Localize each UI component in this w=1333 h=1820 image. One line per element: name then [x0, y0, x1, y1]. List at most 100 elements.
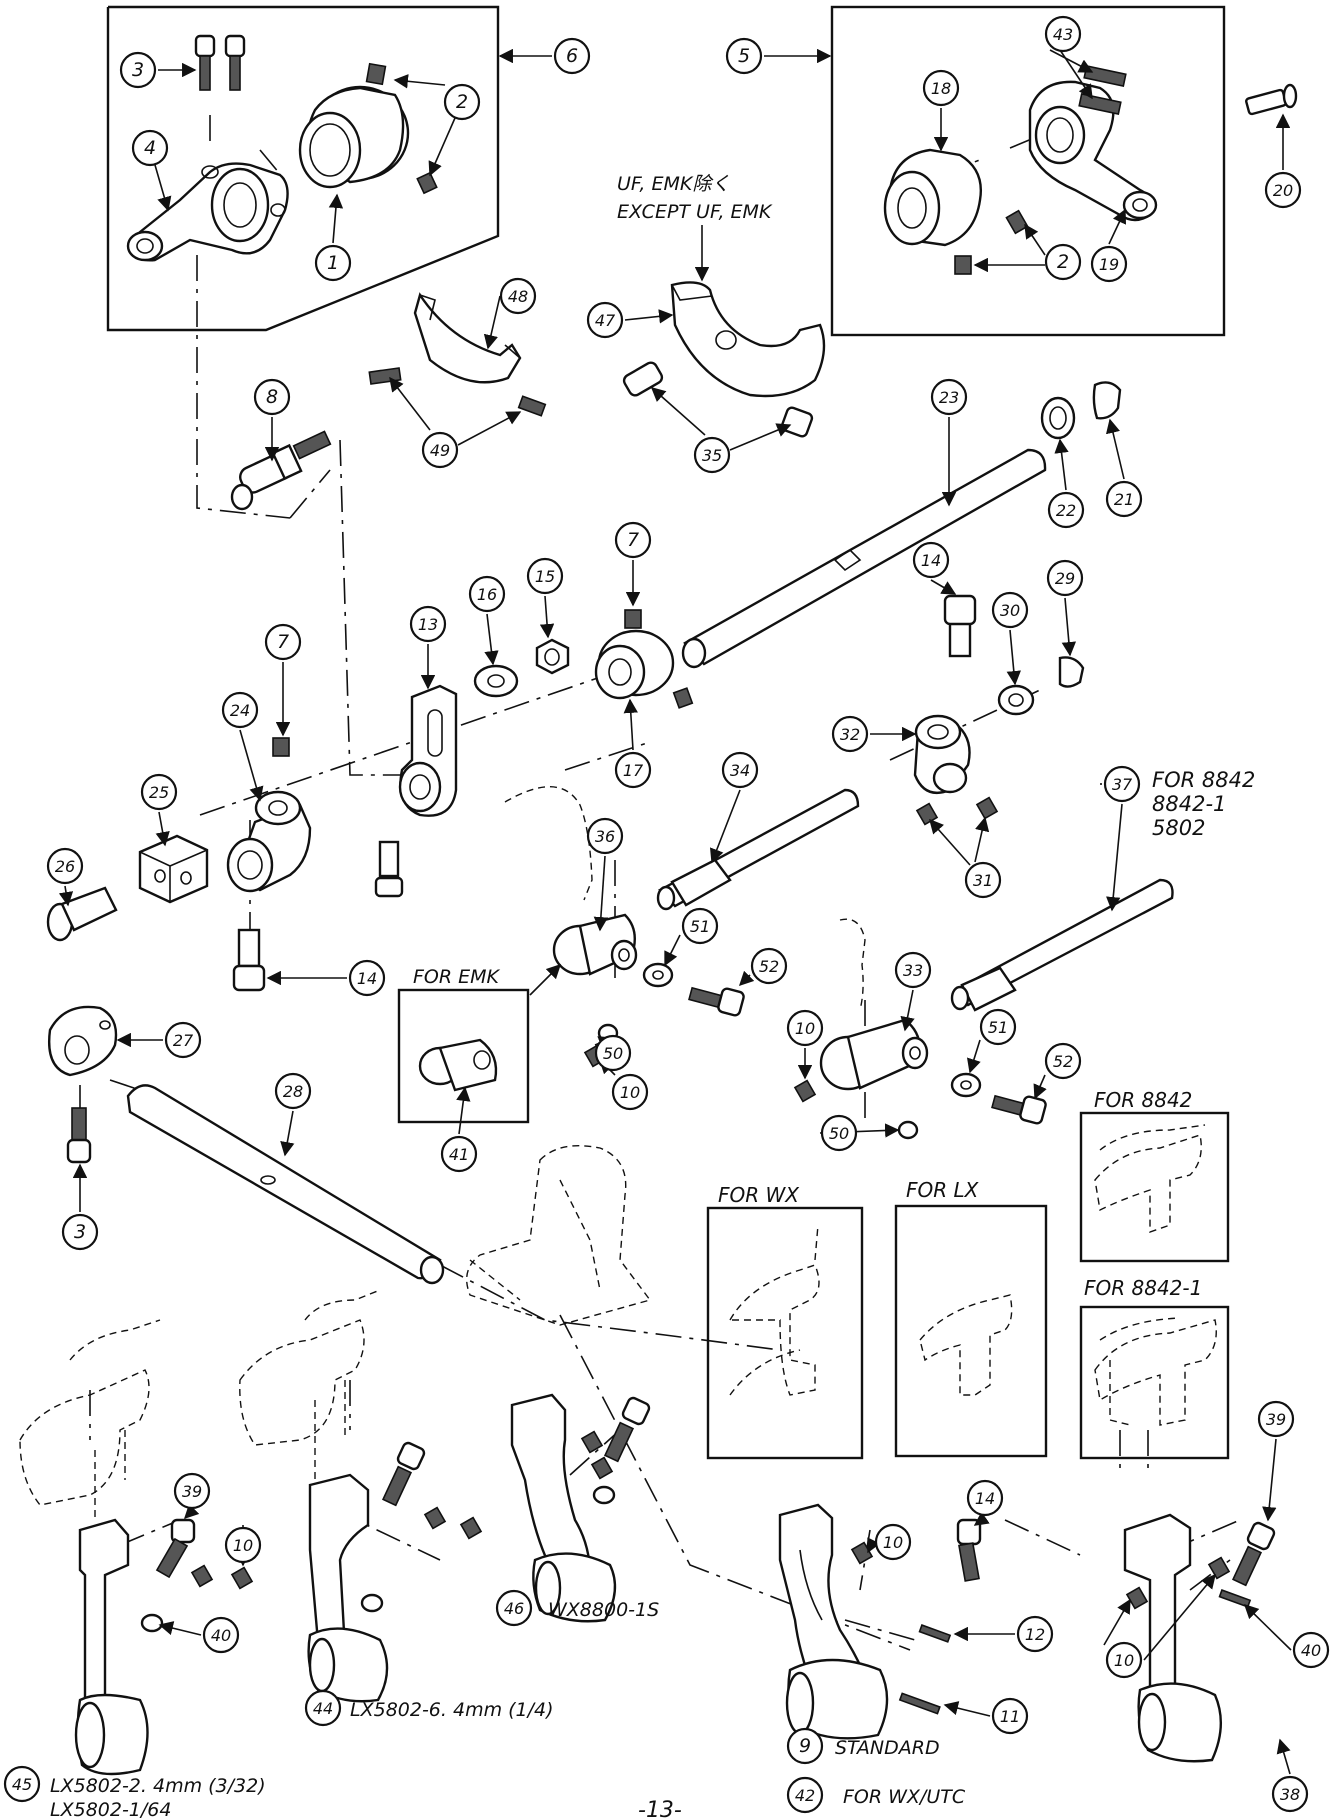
- callout-number: 46: [504, 1599, 524, 1618]
- callout-c18: 18: [922, 69, 960, 107]
- part-13-bracket: [374, 684, 458, 898]
- callout-number: 9: [799, 1735, 811, 1757]
- callout-number: 22: [1056, 501, 1076, 520]
- callout-c9: 9: [786, 1727, 824, 1765]
- callout-circle: [253, 378, 291, 416]
- callout-c25: 25: [140, 773, 178, 811]
- callout-circle: [119, 51, 157, 89]
- callout-c34: 34: [721, 751, 759, 789]
- part-8-stud: [230, 430, 332, 511]
- callout-circle: [304, 1689, 342, 1727]
- callout-c33: 33: [894, 951, 932, 989]
- callout-number: 30: [1000, 601, 1020, 620]
- callout-circle: [3, 1765, 41, 1803]
- callout-circle: [820, 1114, 858, 1152]
- label-t_page: -13-: [638, 1798, 682, 1820]
- label-t_for8842a: FOR 8842: [1152, 768, 1255, 792]
- callout-c7b: 7: [264, 623, 302, 661]
- part-11-pin: [898, 1692, 941, 1715]
- part-41-emk-holder: [418, 1038, 498, 1092]
- callout-c20: 20: [1264, 171, 1302, 209]
- callout-number: 2: [456, 91, 468, 113]
- callout-number: 36: [595, 827, 615, 846]
- callout-circle: [131, 129, 169, 167]
- part-29-e-ring: [1058, 656, 1085, 688]
- label-t_8842b: FOR 8842: [1094, 1088, 1192, 1112]
- callout-c10c: 10: [874, 1523, 912, 1561]
- callout-number: 49: [430, 441, 450, 460]
- callout-c8: 8: [253, 378, 291, 416]
- label-t_44: LX5802-6. 4mm (1/4): [350, 1699, 554, 1721]
- callout-c29: 29: [1046, 559, 1084, 597]
- callout-circle: [1105, 480, 1143, 518]
- part-51-washer-b: [950, 1072, 982, 1098]
- label-t_5802: 5802: [1152, 816, 1205, 840]
- callout-number: 21: [1114, 490, 1134, 509]
- part-32-clamp: [913, 594, 999, 826]
- callout-c22: 22: [1047, 491, 1085, 529]
- callout-c32: 32: [831, 715, 869, 753]
- part-33-holder: [819, 918, 929, 1091]
- callout-c42: 42: [786, 1776, 824, 1814]
- part-48-bracket: [368, 292, 547, 417]
- label-t_8842_1b: FOR 8842-1: [1084, 1276, 1202, 1300]
- callout-number: 39: [1266, 1410, 1286, 1429]
- callout-number: 18: [931, 79, 951, 98]
- callout-circle: [173, 1472, 211, 1510]
- callout-c4: 4: [131, 129, 169, 167]
- callout-number: 16: [477, 585, 497, 604]
- callout-circle: [526, 557, 564, 595]
- callout-number: 42: [795, 1786, 815, 1805]
- inset-box-emk: [397, 988, 530, 1124]
- part-36-holder: [504, 786, 638, 976]
- callout-c5: 5: [725, 37, 763, 75]
- part-18-collar: [883, 148, 1029, 275]
- callout-circle: [979, 1008, 1017, 1046]
- callout-number: 44: [313, 1699, 333, 1718]
- callout-number: 1: [327, 252, 339, 274]
- part-16-washer: [473, 664, 519, 698]
- callout-number: 35: [702, 446, 722, 465]
- callout-c23: 23: [930, 378, 968, 416]
- part-34-shaft: [656, 788, 860, 911]
- inset-box-8842-1: [1079, 1305, 1230, 1460]
- callout-circle: [922, 69, 960, 107]
- callout-c40a: 40: [1292, 1631, 1330, 1669]
- callout-circle: [1105, 1641, 1143, 1679]
- label-t_45b: LX5802-1/64: [50, 1799, 171, 1820]
- callout-c43: 43: [1044, 15, 1082, 53]
- callout-circle: [991, 1697, 1029, 1735]
- part-23-shaft: [681, 448, 1047, 669]
- callout-c10d: 10: [224, 1526, 262, 1564]
- callout-number: 28: [283, 1082, 303, 1101]
- callout-number: 52: [1053, 1052, 1073, 1071]
- callout-circle: [499, 277, 537, 315]
- callout-c1: 1: [314, 244, 352, 282]
- callout-number: 5: [738, 45, 750, 67]
- callout-c50b: 50: [820, 1114, 858, 1152]
- callout-number: 40: [211, 1626, 231, 1645]
- callout-circle: [831, 715, 869, 753]
- callout-number: 11: [1000, 1707, 1020, 1726]
- part-38-holder: [1123, 1513, 1276, 1763]
- looper-sketches: [728, 1124, 1217, 1426]
- callout-circle: [912, 541, 950, 579]
- callout-circle: [1046, 559, 1084, 597]
- callout-number: 7: [627, 529, 639, 551]
- inset-box-8842: [1079, 1111, 1230, 1263]
- part-9-standard-holder: [778, 1503, 982, 1740]
- part-28-shaft: [126, 1084, 445, 1285]
- part-20-pin: [1245, 83, 1298, 116]
- callout-number: 29: [1055, 569, 1075, 588]
- callout-c52a: 52: [750, 947, 788, 985]
- callout-number: 31: [973, 871, 993, 890]
- part-12-pin: [918, 1624, 952, 1643]
- part-52-screw-a: [688, 986, 745, 1017]
- callout-c41: 41: [440, 1135, 478, 1173]
- callout-c12: 12: [1016, 1615, 1054, 1653]
- callout-circle: [274, 1072, 312, 1110]
- part-17-collar: [594, 609, 694, 709]
- callout-circle: [725, 37, 763, 75]
